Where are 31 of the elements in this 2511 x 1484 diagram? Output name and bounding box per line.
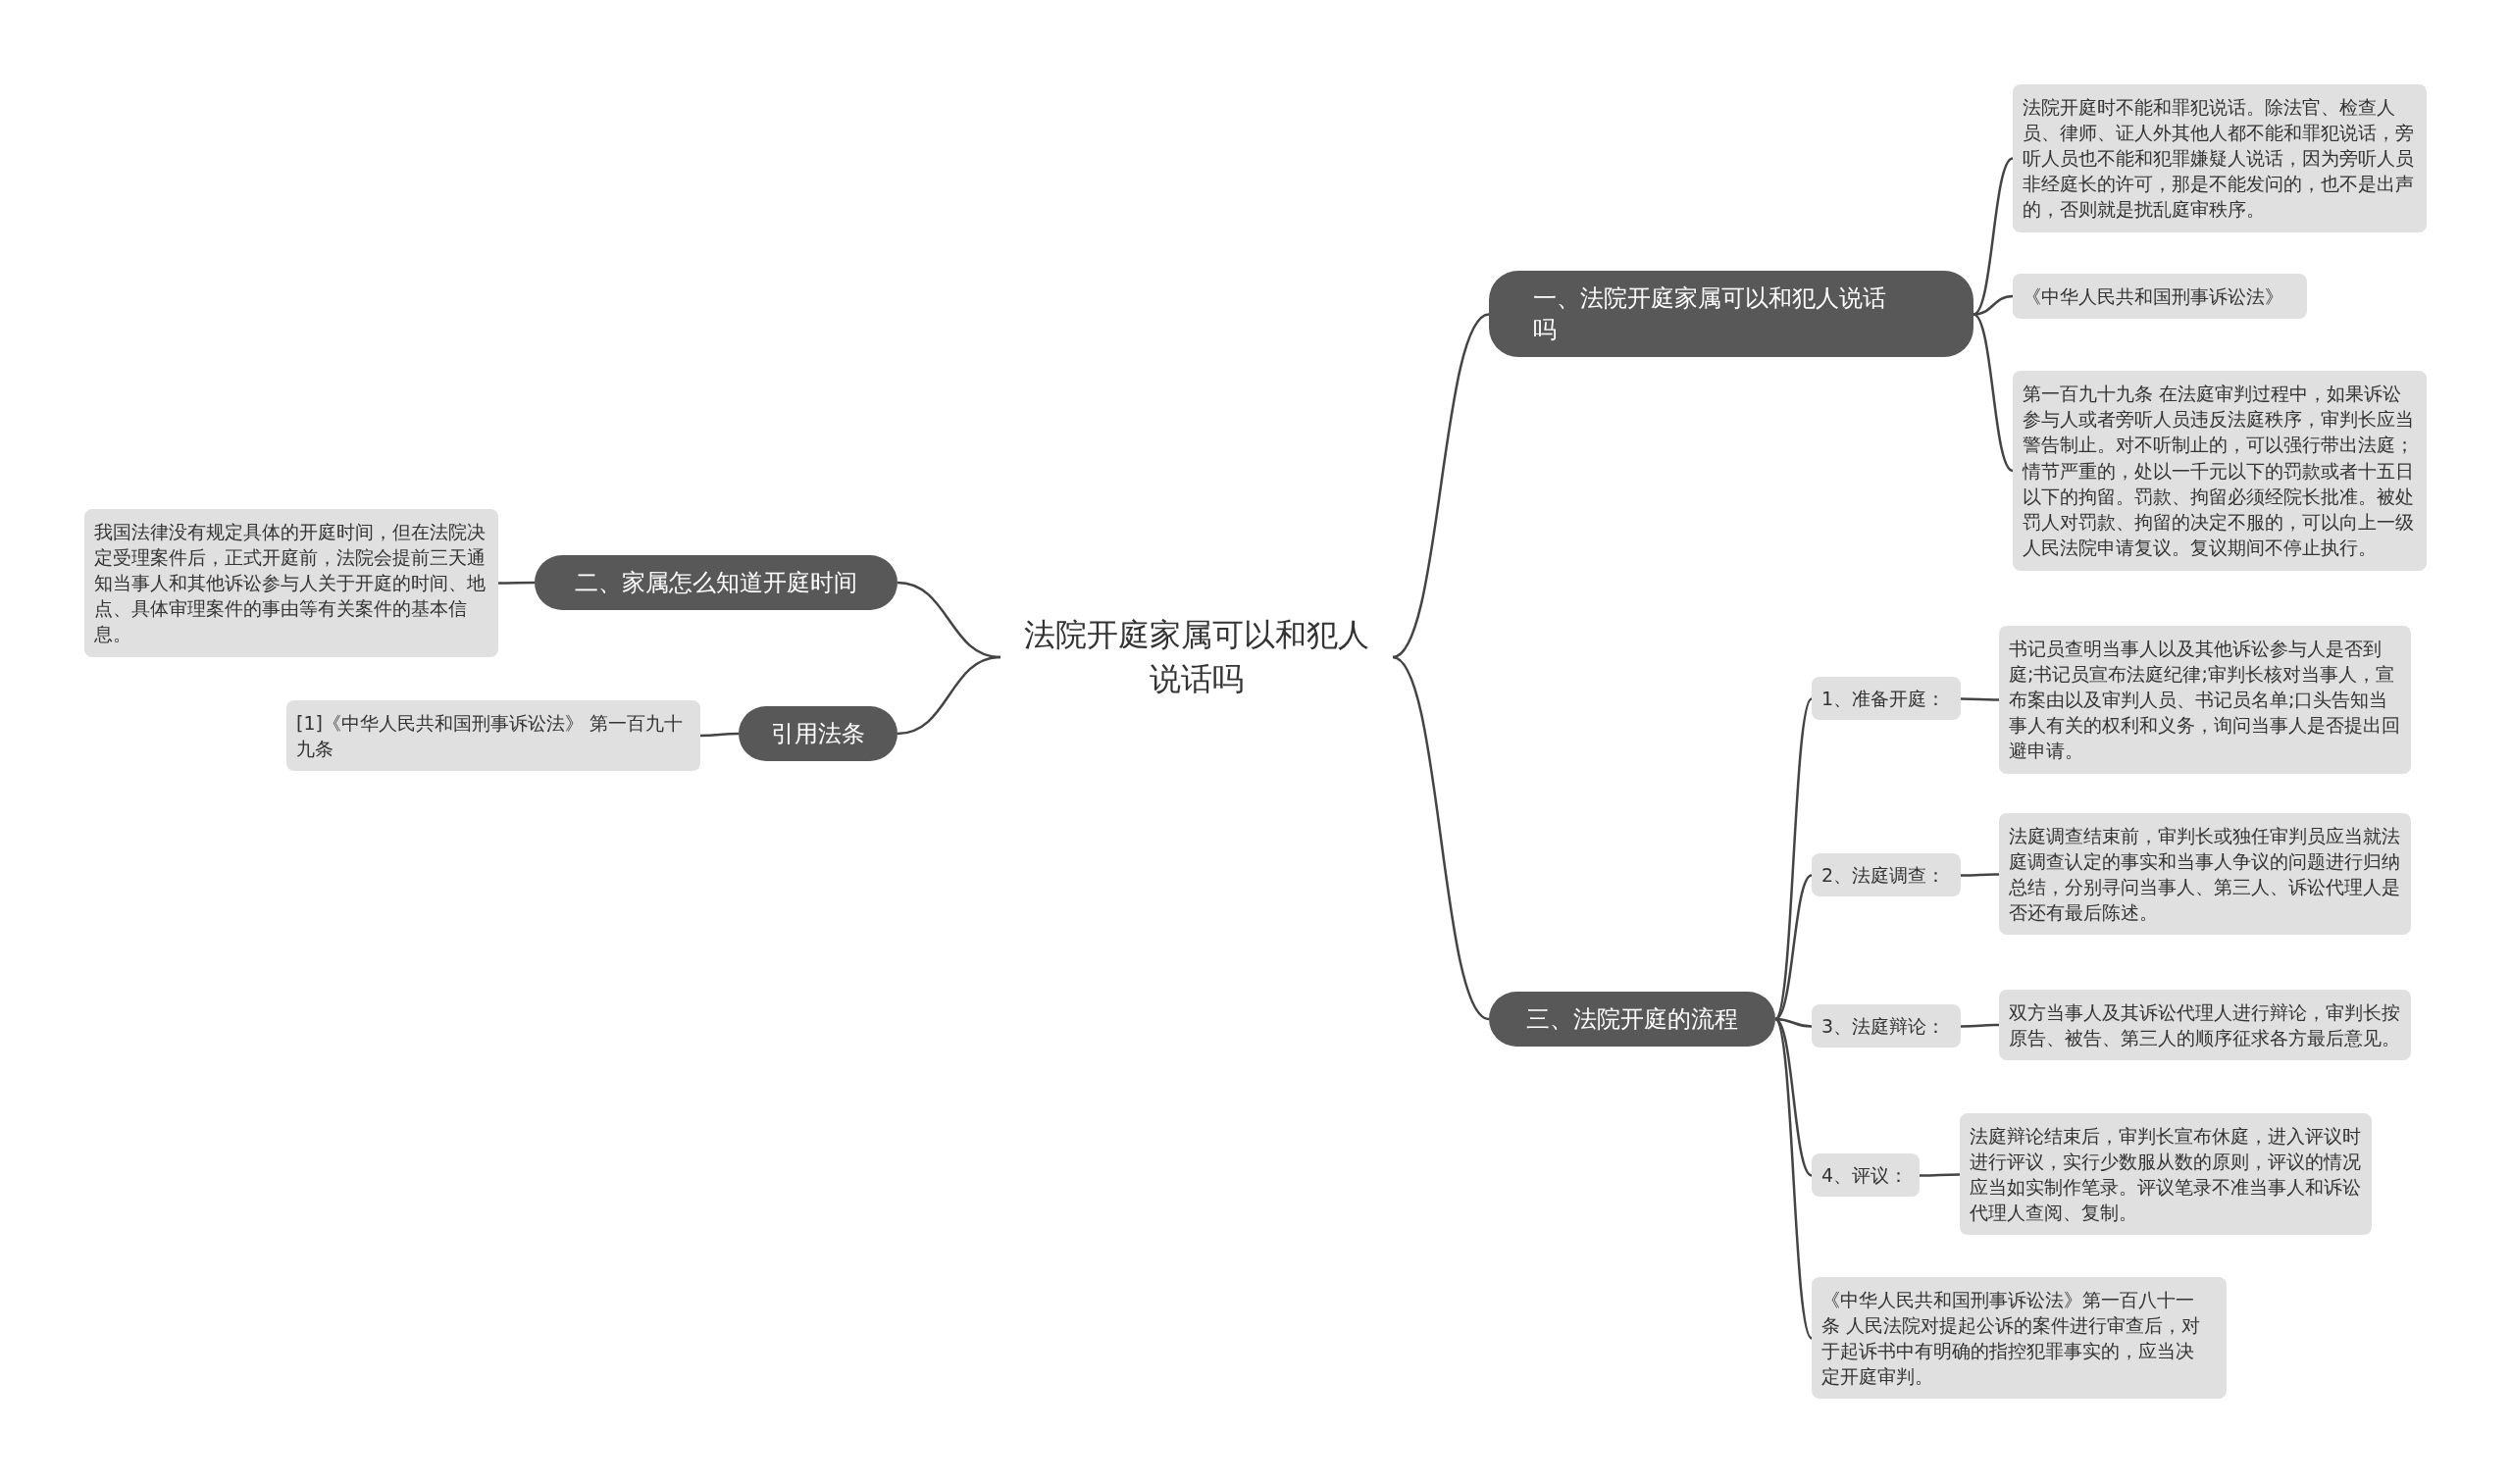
connector-line — [1392, 655, 1490, 1021]
subtopic-label: 2、法庭调查： — [1812, 852, 1961, 897]
topic-pill: 一、法院开庭家属可以和犯人说话吗 — [1489, 270, 1973, 358]
connector-line — [1961, 873, 1999, 877]
note-box: 法庭辩论结束后，审判长宣布休庭，进入评议时进行评议，实行少数服从数的原则，评议的情况应当如实制作笔录。评议笔录不准当事人和诉讼代理人查阅、复制。 — [1960, 1112, 2372, 1236]
subtopic-label: 1、准备开庭： — [1812, 676, 1961, 721]
connector-line — [700, 732, 739, 738]
note-box: 第一百九十九条 在法庭审判过程中，如果诉讼参与人或者旁听人员违反法庭秩序，审判长应当警告制止。对不听制止的，可以强行带出法庭；情节严重的，处以一千元以下的罚款或者十五日以下的拘留。罚款、拘留必须经院长批准。被处罚人对罚款、拘留的决定不服的，可以向上一级人民法院申请复议。复议期间不停止执行。 — [2013, 371, 2427, 571]
note-box: 我国法律没有规定具体的开庭时间，但在法院决定受理案件后，正式开庭前，法院会提前三天通知当事人和其他诉讼参与人关于开庭的时间、地点、具体审理案件的事由等有关案件的基本信息。 — [84, 508, 498, 657]
note-box: 双方当事人及其诉讼代理人进行辩论，审判长按原告、被告、第三人的顺序征求各方最后意见。 — [1999, 990, 2411, 1061]
note-box: 法庭调查结束前，审判长或独任审判员应当就法庭调查认定的事实和当事人争议的问题进行归纳总结，分别寻问当事人、第三人、诉讼代理人是否还有最后陈述。 — [1999, 812, 2411, 936]
connector-line — [1973, 157, 2014, 316]
connector-line — [897, 655, 1001, 736]
subtopic-label: 4、评议： — [1812, 1152, 1920, 1198]
connector-line — [498, 581, 535, 585]
central-topic: 法院开庭家属可以和犯人说话吗 — [1000, 609, 1393, 705]
subtopic-label: 3、法庭辩论： — [1812, 1003, 1961, 1049]
note-box: [1]《中华人民共和国刑事诉讼法》 第一百九十九条 — [286, 700, 700, 772]
connector-line — [1392, 313, 1490, 659]
note-box: 《中华人民共和国刑事诉讼法》 — [2013, 274, 2307, 320]
connector-line — [1973, 313, 2014, 473]
note-box: 法院开庭时不能和罪犯说话。除法官、检查人员、律师、证人外其他人都不能和罪犯说话，旁听人员也不能和犯罪嫌疑人说话，因为旁听人员非经庭长的许可，那是不能发问的，也不是出声的，否则就是扰乱庭审秩序。 — [2013, 83, 2427, 232]
topic-pill: 引用法条 — [739, 706, 897, 762]
connector-line — [1920, 1173, 1960, 1177]
topic-pill: 二、家属怎么知道开庭时间 — [535, 555, 897, 611]
connector-line — [1961, 1023, 1999, 1028]
note-box: 书记员查明当事人以及其他诉讼参与人是否到庭;书记员宣布法庭纪律;审判长核对当事人，宣布案由以及审判人员、书记员名单;口头告知当事人有关的权利和义务，询问当事人是否提出回避申请。 — [1999, 625, 2411, 774]
note-box: 《中华人民共和国刑事诉讼法》第一百八十一条 人民法院对提起公诉的案件进行审查后，对于起诉书中有明确的指控犯罪事实的，应当决定开庭审判。 — [1812, 1276, 2227, 1400]
topic-pill: 三、法院开庭的流程 — [1489, 992, 1775, 1048]
connector-line — [1773, 1018, 1814, 1340]
connector-line — [1961, 697, 1999, 701]
